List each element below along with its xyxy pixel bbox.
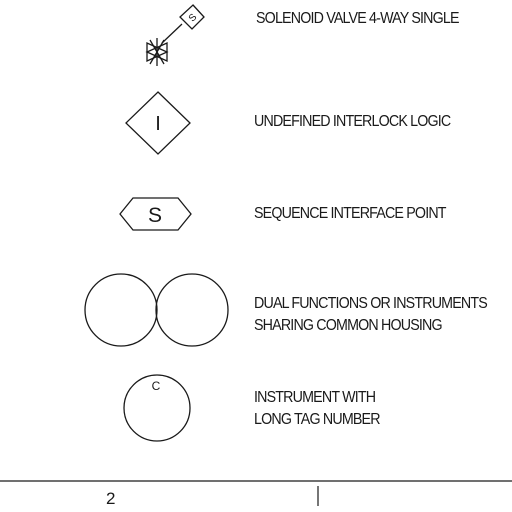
- dual-function-circles-symbol: [84, 273, 229, 347]
- interlock-label: UNDEFINED INTERLOCK LOGIC: [254, 111, 451, 133]
- long-tag-description-line1: INSTRUMENT WITH: [254, 389, 376, 406]
- interlock-symbol-letter: I: [155, 113, 161, 135]
- sequence-hexagon-symbol: [119, 197, 192, 231]
- dual-function-description-line2: SHARING COMMON HOUSING: [254, 317, 443, 334]
- dual-function-description-line1: DUAL FUNCTIONS OR INSTRUMENTS: [254, 295, 488, 312]
- long-tag-description-line2: LONG TAG NUMBER: [254, 411, 381, 428]
- interlock-description: UNDEFINED INTERLOCK LOGIC: [254, 113, 451, 130]
- sequence-label: SEQUENCE INTERFACE POINT: [254, 203, 447, 225]
- solenoid-valve-label: SOLENOID VALVE 4-WAY SINGLE: [256, 8, 460, 30]
- solenoid-valve-symbol: [145, 4, 205, 66]
- sequence-description: SEQUENCE INTERFACE POINT: [254, 205, 447, 222]
- long-tag-symbol-letter: C: [152, 379, 161, 393]
- solenoid-valve-description: SOLENOID VALVE 4-WAY SINGLE: [256, 10, 460, 27]
- sequence-symbol-letter: S: [148, 204, 162, 227]
- long-tag-label: INSTRUMENT WITH LONG TAG NUMBER: [254, 387, 381, 431]
- dual-function-label: DUAL FUNCTIONS OR INSTRUMENTS SHARING CO…: [254, 293, 488, 337]
- page-number: 2: [106, 489, 116, 508]
- long-tag-circle-symbol: [123, 374, 191, 442]
- interlock-diamond-symbol: [125, 91, 191, 155]
